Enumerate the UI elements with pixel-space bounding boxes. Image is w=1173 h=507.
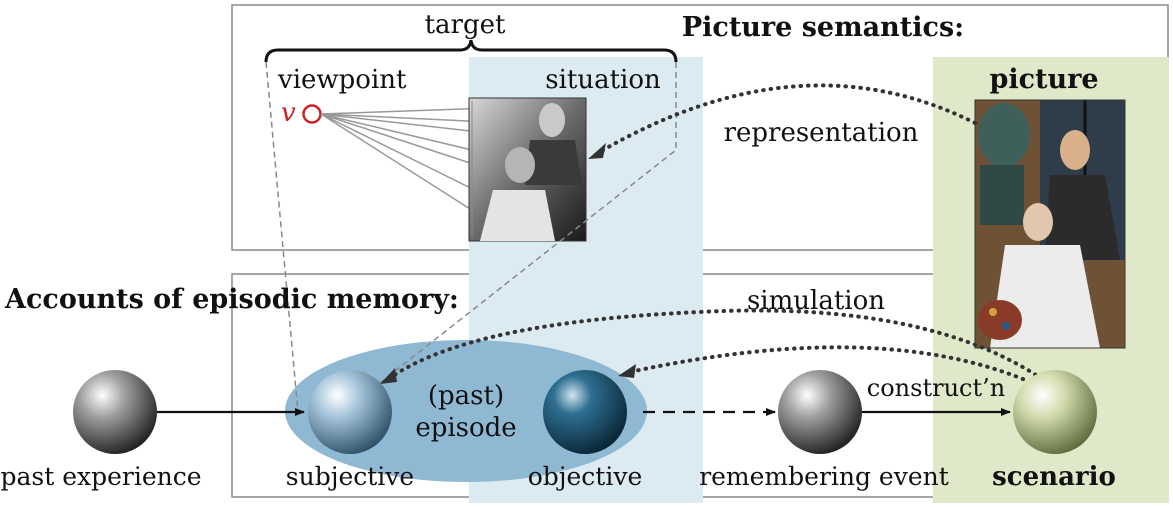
- picture-label: picture: [989, 64, 1098, 95]
- objective-label: objective: [528, 462, 643, 491]
- subjective-node: [308, 370, 392, 454]
- remembering-event-node: [778, 370, 862, 454]
- target-label: target: [425, 10, 506, 40]
- simulation-arrowhead: [380, 368, 397, 384]
- viewpoint-label: viewpoint: [277, 65, 407, 95]
- scenario-node: [1013, 370, 1097, 454]
- representation-label: representation: [724, 118, 919, 148]
- episode-label-line1: (past): [428, 381, 504, 411]
- representation-arrow: [596, 83, 977, 155]
- episode-label-line2: episode: [415, 413, 516, 443]
- scenario-label: scenario: [992, 462, 1116, 492]
- situation-label: situation: [545, 65, 661, 95]
- situation-photo: [468, 97, 587, 242]
- target-dashed-left: [265, 61, 299, 413]
- construction-arrow: [628, 345, 1032, 384]
- simulation-arrow: [388, 308, 1050, 385]
- remembering-event-label: remembering event: [699, 462, 949, 491]
- representation-arrowhead: [588, 143, 606, 159]
- objective-node: [543, 370, 627, 454]
- episodic-memory-title: Accounts of episodic memory:: [4, 284, 459, 315]
- picture-semantics-title: Picture semantics:: [682, 12, 964, 43]
- past-experience-node: [73, 370, 157, 454]
- episode-ellipse: [285, 340, 647, 482]
- viewpoint-circle: [302, 104, 322, 124]
- viewpoint-symbol: v: [281, 98, 296, 128]
- constructn-label: construct’n: [867, 374, 1005, 402]
- subjective-label: subjective: [286, 462, 414, 491]
- picture-painting: [974, 99, 1126, 349]
- construction-arrowhead: [618, 364, 636, 378]
- target-brace: [264, 39, 678, 63]
- past-experience-label: past experience: [0, 462, 201, 491]
